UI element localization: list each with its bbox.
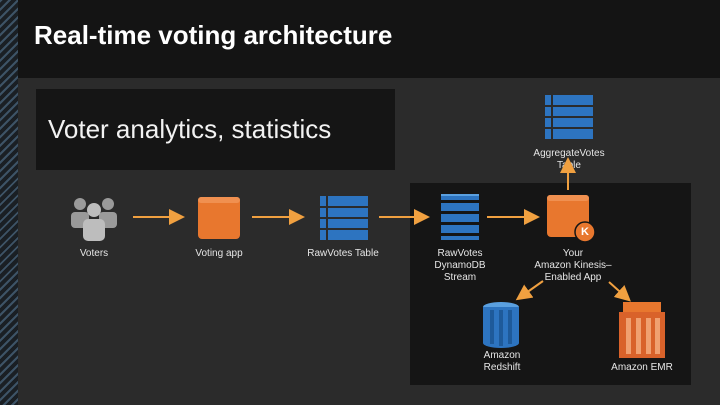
- voting-app-label: Voting app: [195, 248, 243, 259]
- users-icon: [71, 198, 117, 241]
- redshift-icon: [483, 302, 519, 348]
- emr-icon: [619, 302, 665, 358]
- raw-votes-table-label: RawVotes Table: [307, 248, 379, 259]
- kinesis-app-label: Your Amazon Kinesis– Enabled App: [534, 248, 612, 283]
- emr-label: Amazon EMR: [611, 362, 673, 373]
- table-icon: [545, 95, 593, 139]
- slide-title: Real-time voting architecture: [34, 20, 393, 50]
- voters-label: Voters: [79, 248, 109, 259]
- decorative-stripe: [0, 0, 18, 405]
- app-icon: [198, 197, 240, 239]
- stream-icon: [441, 194, 479, 240]
- title-bar: [18, 0, 720, 78]
- table-icon: [320, 196, 368, 240]
- redshift-label: Amazon Redshift: [483, 350, 521, 373]
- raw-votes-stream-label: RawVotes DynamoDB Stream: [434, 248, 486, 283]
- analytics-heading: Voter analytics, statistics: [48, 114, 332, 144]
- arrow-kinesis-to-redshift: [515, 280, 544, 301]
- analytics-box: [36, 89, 395, 170]
- arrow-kinesis-to-emr: [608, 281, 631, 302]
- kinesis-badge: K: [581, 226, 589, 238]
- kinesis-app-icon: [547, 195, 596, 243]
